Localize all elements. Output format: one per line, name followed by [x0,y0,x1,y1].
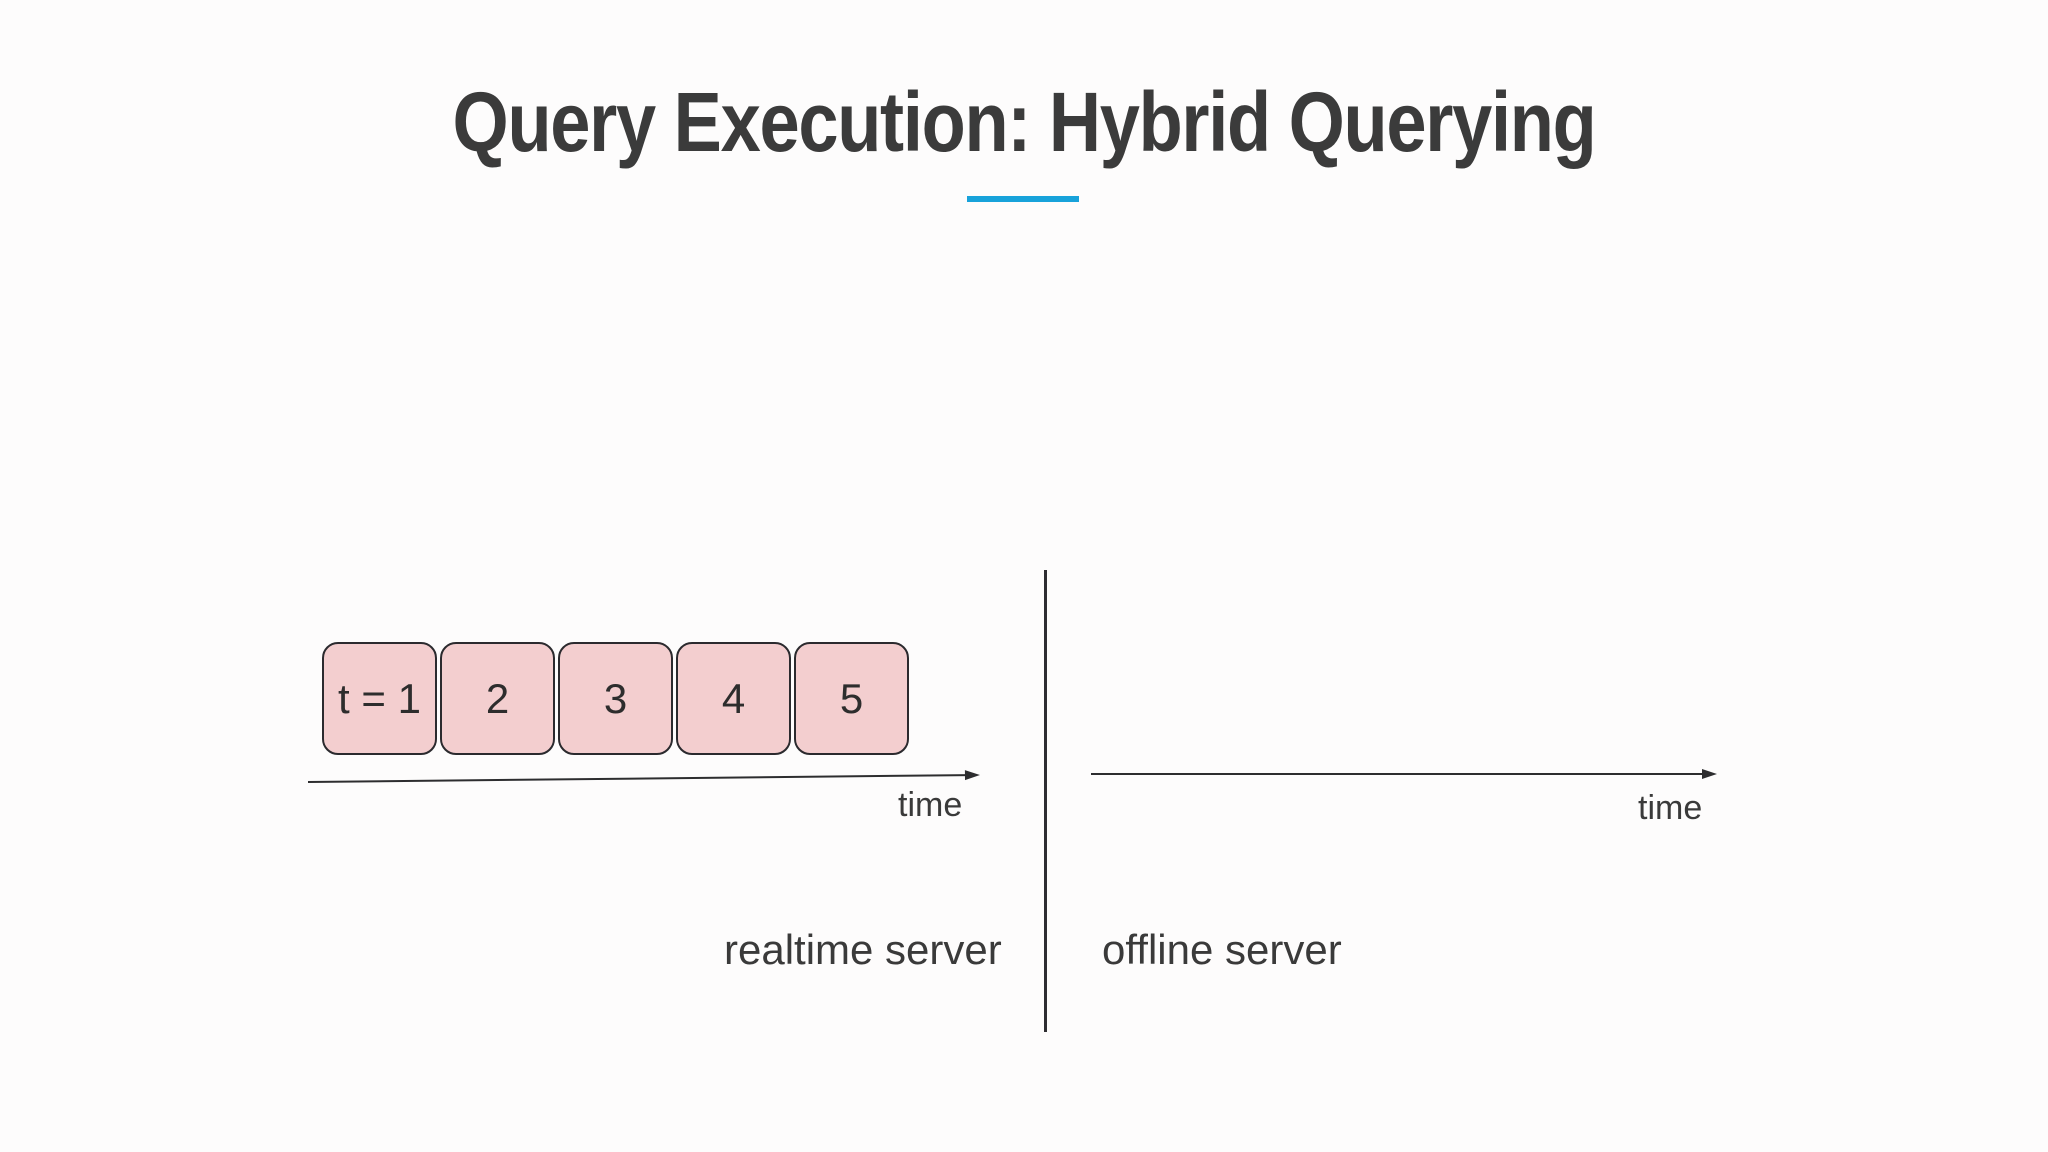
title-accent-bar [967,196,1079,202]
time-block-label: t = 1 [338,674,421,722]
offline-server-label: offline server [1102,926,1342,973]
realtime-time-axis-label: time [898,786,963,824]
realtime-blocks-row: t = 1 2 3 4 5 [322,642,909,755]
realtime-time-axis [307,767,981,790]
realtime-server-label: realtime server [724,926,1002,973]
slide-title: Query Execution: Hybrid Querying [452,75,1597,169]
arrowhead-icon [964,769,981,781]
time-block: 5 [794,642,909,755]
axis-line [307,773,968,784]
time-block-label: 2 [485,674,510,722]
offline-time-axis [1091,766,1717,782]
axis-line [1091,772,1705,776]
time-block: t = 1 [322,642,437,755]
time-block-label: 4 [721,674,746,722]
time-block: 4 [676,642,791,755]
server-divider [1044,570,1047,1032]
time-block-label: 5 [839,674,864,722]
time-block: 3 [558,642,673,755]
time-block-label: 3 [603,674,628,722]
offline-time-axis-label: time [1638,789,1703,827]
arrowhead-icon [1702,769,1717,779]
time-block: 2 [440,642,555,755]
